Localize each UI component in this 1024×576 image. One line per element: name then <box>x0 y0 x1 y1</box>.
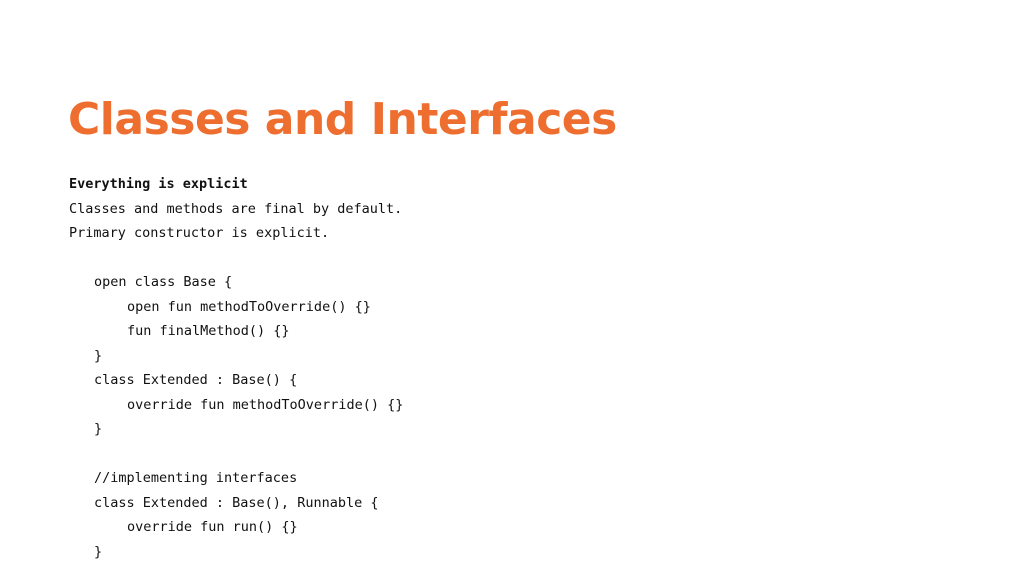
slide-title: Classes and Interfaces <box>68 94 617 145</box>
intro-line: Classes and methods are final by default… <box>69 200 403 217</box>
slide-body: Everything is explicit Classes and metho… <box>69 172 969 564</box>
code-line: open class Base { <box>94 274 233 290</box>
code-line <box>69 442 969 467</box>
intro-line: Primary constructor is explicit. <box>69 225 330 241</box>
section-heading: Everything is explicit <box>69 176 248 192</box>
code-line: fun finalMethod() {} <box>127 323 290 339</box>
code-line: open fun methodToOverride() {} <box>127 298 371 315</box>
code-line: override fun methodToOverride() {} <box>127 396 404 413</box>
code-line: } <box>94 347 103 364</box>
code-line: class Extended : Base(), Runnable { <box>94 494 379 511</box>
code-line: override fun run() {} <box>127 519 298 535</box>
code-line: } <box>94 543 103 560</box>
code-block: open class Base { open fun methodToOverr… <box>69 270 969 564</box>
code-line: class Extended : Base() { <box>94 372 298 388</box>
code-line: } <box>94 421 103 437</box>
spacer <box>69 246 969 271</box>
code-comment: //implementing interfaces <box>94 470 298 486</box>
